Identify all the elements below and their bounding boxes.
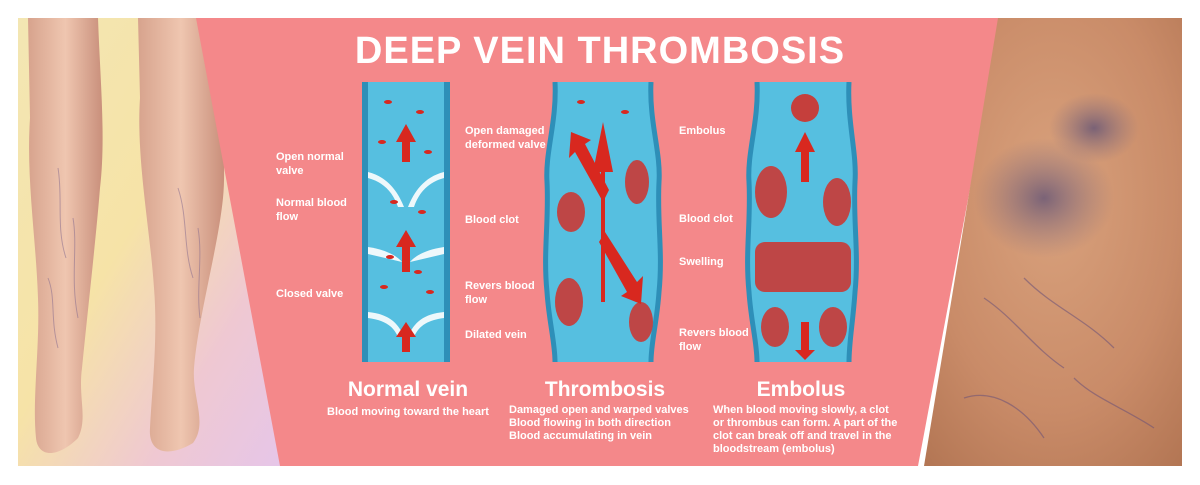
caption-embolus: Embolus: [756, 378, 846, 401]
embolus-illustration: [745, 82, 859, 362]
label-blood-clot-embolus: Blood clot: [679, 213, 733, 225]
normal-vein-illustration: [362, 82, 450, 362]
label-revers-blood-flow-embolus: Revers blood flow: [679, 327, 749, 353]
label-revers-blood-flow-thrombosis: Revers blood flow: [465, 280, 535, 306]
label-closed-valve: Closed valve: [276, 288, 344, 300]
diagram-title: DEEP VEIN THROMBOSIS: [354, 30, 846, 72]
label-embolus: Embolus: [679, 125, 726, 137]
skin-closeup-photo: [924, 18, 1182, 466]
label-swelling: Swelling: [679, 256, 724, 268]
description-embolus-line-2: or thrombus can form. A part of the: [713, 417, 898, 429]
description-normal-vein: Blood moving toward the heart: [327, 406, 489, 418]
caption-normal-vein: Normal vein: [347, 378, 469, 401]
thrombosis-illustration: [543, 82, 663, 362]
description-thrombosis-line-1: Damaged open and warped valves: [509, 404, 689, 416]
caption-thrombosis: Thrombosis: [544, 378, 666, 401]
description-thrombosis-line-3: Blood accumulating in vein: [509, 430, 653, 442]
label-blood-clot-thrombosis: Blood clot: [465, 214, 519, 226]
label-open-damaged-valve: Open damaged deformed valve: [465, 125, 546, 151]
label-open-normal-valve: Open normal valve: [276, 151, 344, 177]
label-normal-blood-flow: Normal blood flow: [276, 197, 347, 223]
label-dilated-vein: Dilated vein: [465, 329, 527, 341]
description-embolus-line-3: clot can break off and travel in the: [713, 430, 892, 442]
description-thrombosis-line-2: Blood flowing in both direction: [509, 417, 671, 429]
description-embolus-line-4: bloodstream (embolus): [713, 443, 835, 455]
description-embolus: When blood moving slowly, a clot or thro…: [713, 404, 923, 456]
description-thrombosis: Damaged open and warped valves Blood flo…: [509, 404, 709, 443]
description-embolus-line-1: When blood moving slowly, a clot: [713, 404, 889, 416]
